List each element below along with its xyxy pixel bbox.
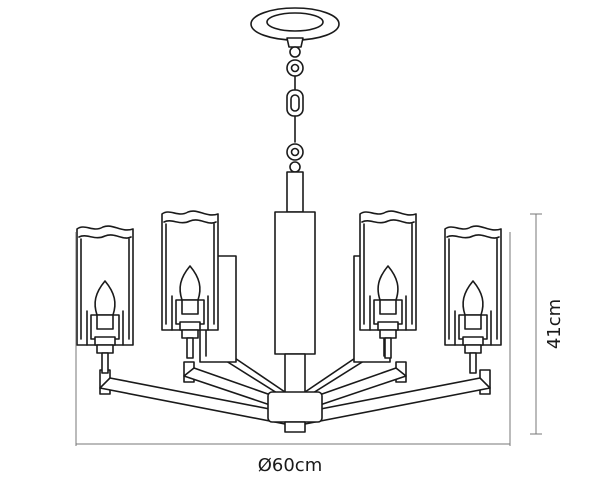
front-arms [99, 361, 491, 425]
width-label: Ø60cm [258, 455, 323, 476]
arm-hub [267, 391, 323, 433]
shade-outer-right [444, 225, 502, 374]
shade-outer-left [76, 225, 134, 374]
suspension-chain [286, 46, 304, 173]
width-dimension [75, 232, 511, 446]
ceiling-canopy [250, 7, 340, 48]
height-dimension [530, 213, 542, 435]
height-label: 41cm [544, 299, 565, 349]
central-column [274, 171, 316, 395]
